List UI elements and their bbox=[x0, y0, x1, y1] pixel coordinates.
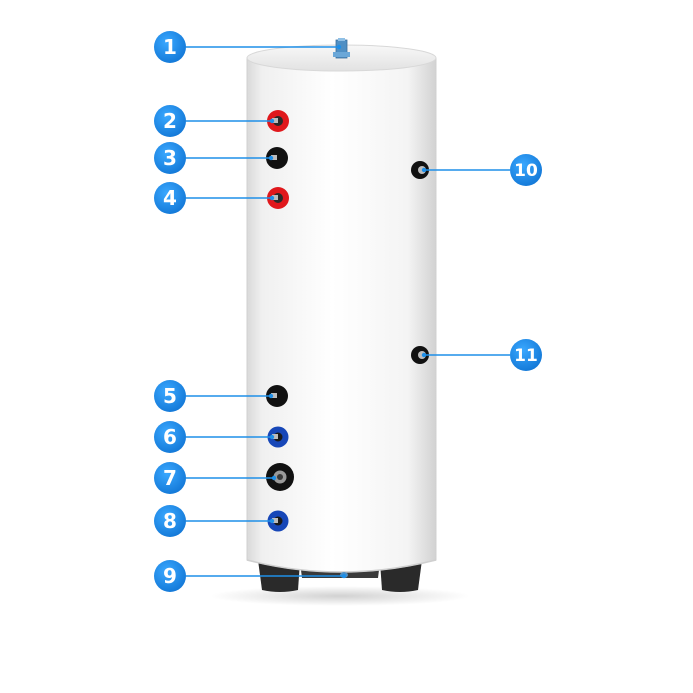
callout-badge-1: 1 bbox=[154, 31, 186, 63]
callout-number-6: 6 bbox=[163, 425, 177, 449]
callout-number-7: 7 bbox=[163, 466, 177, 490]
callout-badge-11: 11 bbox=[510, 339, 542, 371]
callout-badge-5: 5 bbox=[154, 380, 186, 412]
callout-badge-8: 8 bbox=[154, 505, 186, 537]
callout-number-9: 9 bbox=[163, 564, 177, 588]
callout-badge-9: 9 bbox=[154, 560, 186, 592]
callout-badge-10: 10 bbox=[510, 154, 542, 186]
callout-badge-7: 7 bbox=[154, 462, 186, 494]
callout-leader-lines bbox=[186, 46, 510, 577]
callout-number-2: 2 bbox=[163, 109, 177, 133]
callout-number-3: 3 bbox=[163, 146, 177, 170]
callout-badge-3: 3 bbox=[154, 142, 186, 174]
callout-number-10: 10 bbox=[514, 161, 538, 181]
blue-pipe-connection-icon bbox=[267, 426, 289, 448]
tank-body bbox=[246, 57, 437, 573]
callout-number-11: 11 bbox=[514, 346, 538, 366]
black-pipe-connection-icon bbox=[266, 147, 288, 169]
black-pipe-connection-icon bbox=[266, 385, 288, 407]
callout-badges: 1 2 3 4 5 6 7 8 bbox=[154, 31, 542, 592]
blue-pipe-connection-icon bbox=[267, 510, 289, 532]
red-pipe-connection-icon bbox=[267, 187, 289, 209]
floor-shadow bbox=[210, 586, 470, 606]
top-connection-icon bbox=[333, 38, 350, 59]
callout-badge-6: 6 bbox=[154, 421, 186, 453]
tank-bottom-rim bbox=[246, 559, 437, 573]
callout-end-dots bbox=[268, 44, 427, 579]
callout-badge-2: 2 bbox=[154, 105, 186, 137]
callout-number-5: 5 bbox=[163, 384, 177, 408]
callout-number-4: 4 bbox=[163, 186, 177, 210]
callout-number-1: 1 bbox=[163, 35, 177, 59]
callout-badge-4: 4 bbox=[154, 182, 186, 214]
tank bbox=[246, 44, 437, 573]
large-black-connection-icon bbox=[266, 463, 294, 491]
callout-number-8: 8 bbox=[163, 509, 177, 533]
red-pipe-connection-icon bbox=[267, 110, 289, 132]
